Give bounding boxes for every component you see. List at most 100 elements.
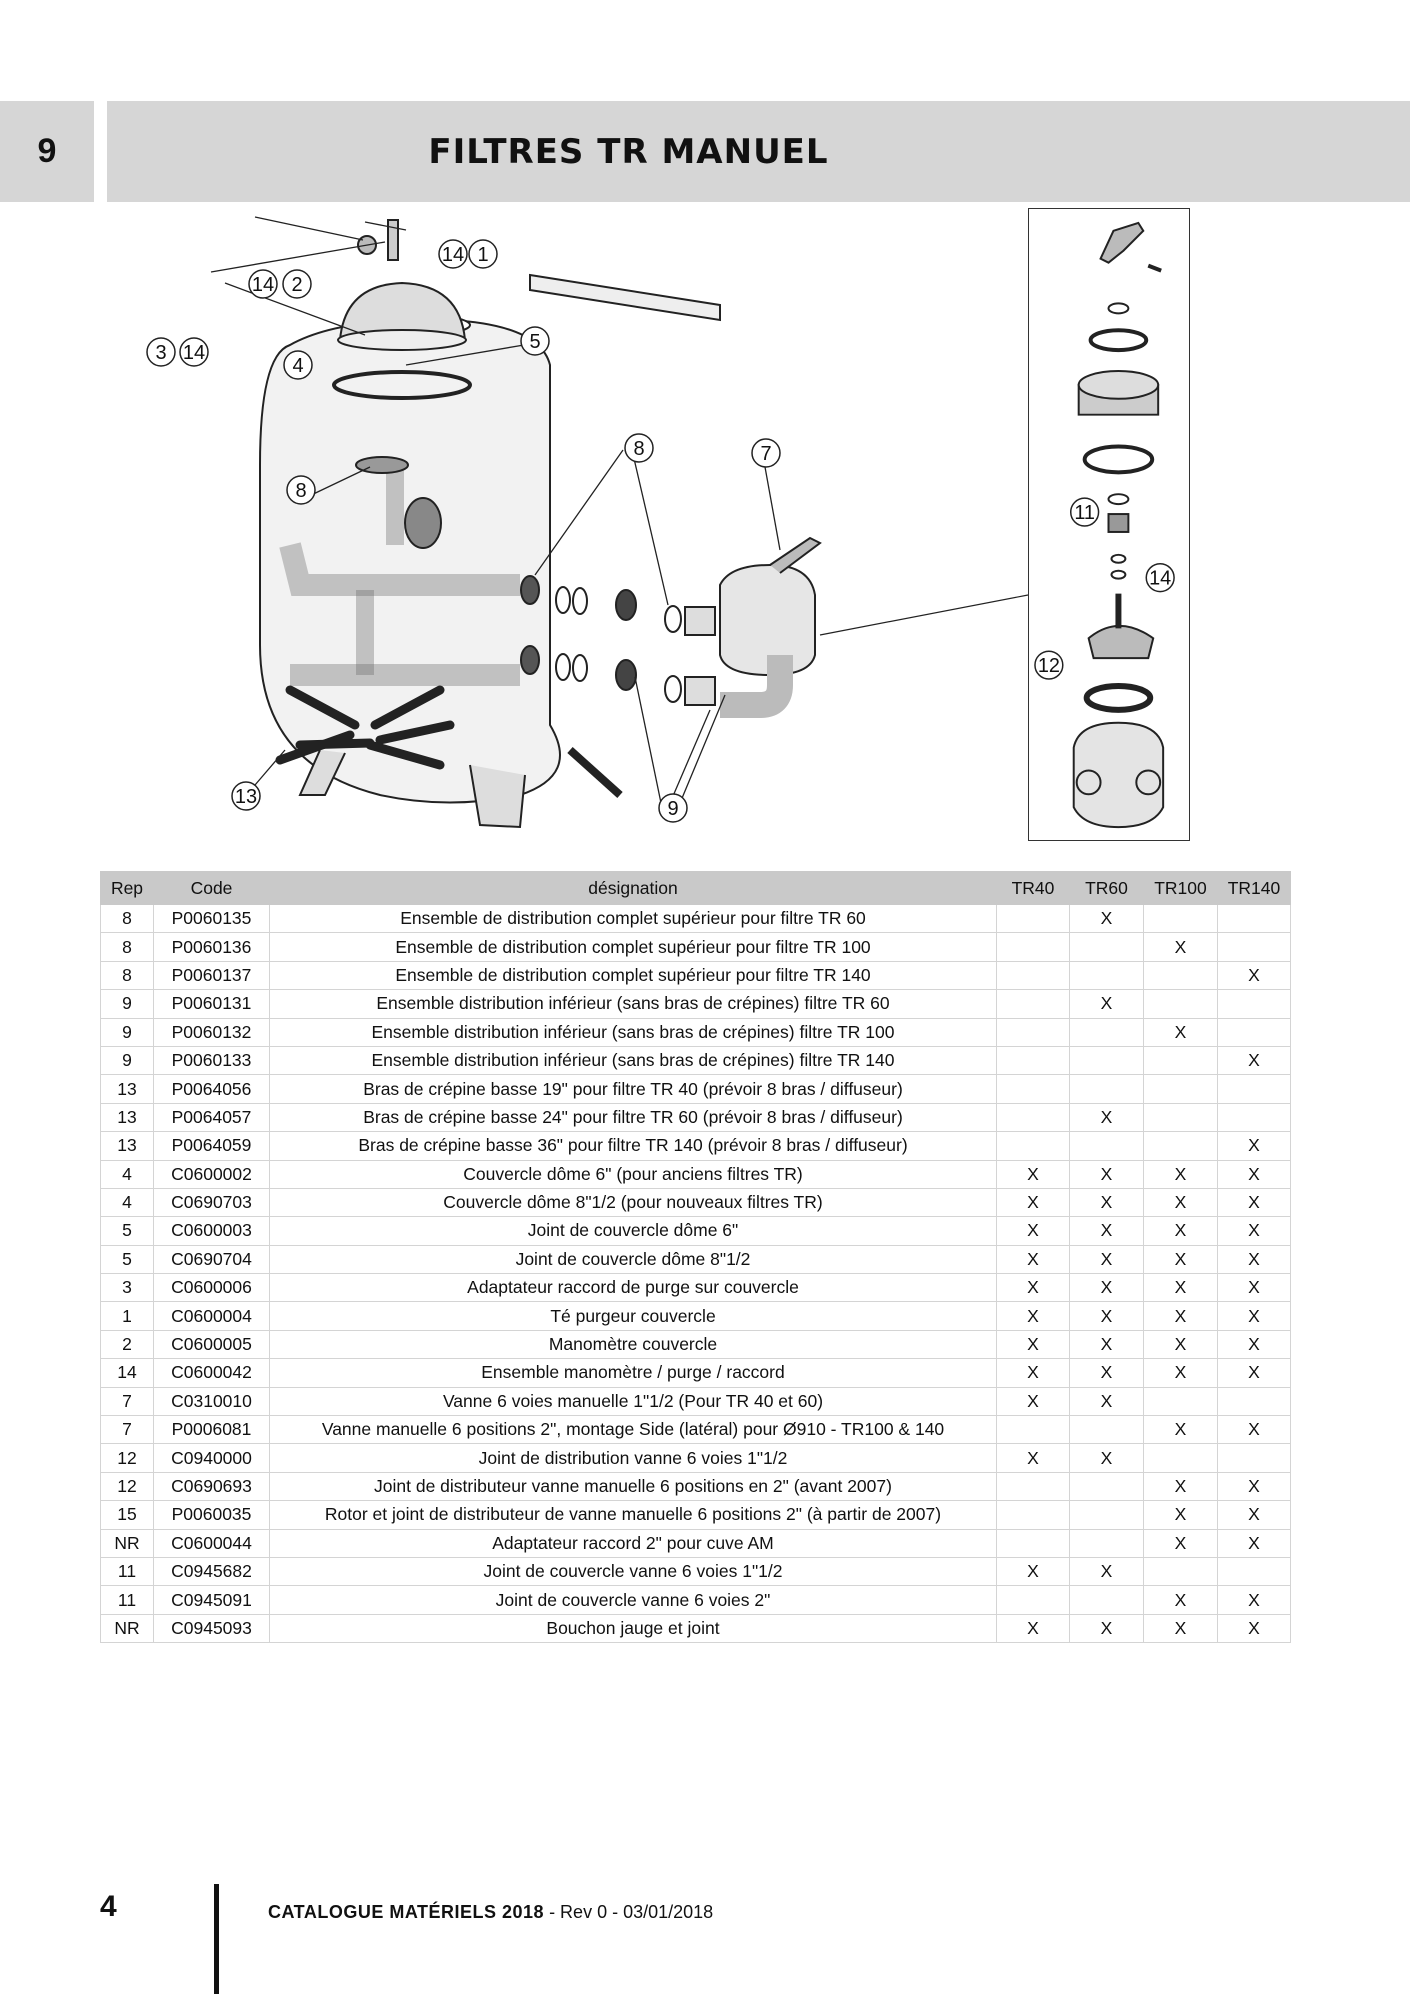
table-cell: Adaptateur raccord 2" pour cuve AM [269, 1528, 997, 1558]
table-cell: X [1143, 1187, 1218, 1218]
table-cell [1143, 989, 1218, 1019]
table-cell: Té purgeur couvercle [269, 1301, 997, 1331]
table-cell: C0310010 [153, 1386, 270, 1417]
table-cell [996, 1102, 1070, 1133]
callout-14c [179, 337, 209, 367]
table-cell [1217, 1017, 1291, 1047]
table-cell: X [996, 1329, 1070, 1360]
callout-5 [520, 326, 550, 356]
callout-2 [282, 269, 312, 299]
table-cell: Rotor et joint de distributeur de vanne … [269, 1500, 997, 1530]
table-cell [1143, 1045, 1218, 1076]
column-header: Code [153, 871, 270, 905]
table-cell: 9 [100, 1045, 154, 1076]
table-cell: C0690703 [153, 1187, 270, 1218]
table-cell: X [996, 1443, 1070, 1473]
table-cell: X [1069, 1216, 1144, 1246]
revision-info: - Rev 0 - 03/01/2018 [549, 1902, 714, 1922]
table-cell [996, 1585, 1070, 1615]
table-cell: X [1069, 1556, 1144, 1587]
table-cell: Joint de couvercle dôme 8"1/2 [269, 1244, 997, 1275]
table-cell: C0940000 [153, 1443, 270, 1473]
table-cell: NR [100, 1613, 154, 1644]
table-cell [1217, 1074, 1291, 1104]
column-header: désignation [269, 871, 997, 905]
table-cell: X [996, 1244, 1070, 1275]
column-header: TR100 [1143, 871, 1218, 905]
table-cell: X [1217, 1244, 1291, 1275]
table-cell [1069, 932, 1144, 962]
table-cell: X [1217, 1585, 1291, 1615]
table-cell [1069, 1074, 1144, 1104]
table-cell: NR [100, 1528, 154, 1558]
table-cell: 4 [100, 1159, 154, 1189]
table-cell: P0060137 [153, 960, 270, 991]
table-cell [1143, 960, 1218, 991]
table-cell: X [1217, 1471, 1291, 1502]
dome-lid [338, 281, 467, 341]
footer-text: CATALOGUE MATÉRIELS 2018 - Rev 0 - 03/01… [268, 1902, 713, 1923]
table-cell: X [1143, 1329, 1218, 1360]
table-cell: X [1143, 1415, 1218, 1445]
table-cell: X [1069, 1358, 1144, 1388]
table-cell: 15 [100, 1500, 154, 1530]
table-cell: X [1217, 1528, 1291, 1558]
table-cell: X [1143, 1159, 1218, 1189]
title-bar: FILTRES TR MANUEL [107, 101, 1410, 202]
table-cell [996, 1415, 1070, 1445]
callout-label: 8 [633, 438, 644, 460]
lateral-arms [275, 685, 455, 770]
table-cell: X [1069, 989, 1144, 1019]
table-cell: X [1143, 1273, 1218, 1303]
filter-exploded-diagram: 14 1 14 2 3 14 4 5 8 8 7 13 9 [146, 216, 1029, 829]
table-cell: P0060135 [153, 903, 270, 934]
table-cell [1069, 1131, 1144, 1161]
table-cell [996, 960, 1070, 991]
table-cell: X [1217, 1415, 1291, 1445]
distributor-gasket [1083, 683, 1154, 713]
table-cell: P0060136 [153, 932, 270, 962]
table-cell: Ensemble de distribution complet supérie… [269, 960, 997, 991]
table-cell: X [1069, 1613, 1144, 1644]
table-cell: X [1217, 1613, 1291, 1644]
callout-4 [283, 350, 313, 380]
table-cell [1217, 1102, 1291, 1133]
callout-label: 2 [291, 274, 302, 296]
table-cell: X [1069, 1301, 1144, 1331]
table-cell: X [996, 1273, 1070, 1303]
valve-exploded-diagram: 11 14 12 [1034, 221, 1175, 829]
table-cell: X [996, 1358, 1070, 1388]
table-cell: Vanne manuelle 6 positions 2", montage S… [269, 1415, 997, 1445]
table-cell [1069, 1471, 1144, 1502]
column-header: TR40 [996, 871, 1070, 905]
table-cell: X [1217, 1131, 1291, 1161]
table-cell: 7 [100, 1415, 154, 1445]
callout-label: 12 [1038, 655, 1060, 677]
table-cell [1217, 903, 1291, 934]
catalogue-title: CATALOGUE MATÉRIELS 2018 [268, 1902, 545, 1922]
table-cell: Ensemble de distribution complet supérie… [269, 903, 997, 934]
table-cell: 8 [100, 932, 154, 962]
table-cell: Vanne 6 voies manuelle 1"1/2 (Pour TR 40… [269, 1386, 997, 1417]
table-cell: X [1143, 1017, 1218, 1047]
table-cell: X [1143, 1613, 1218, 1644]
table-cell: C0945093 [153, 1613, 270, 1644]
callout-label: 9 [667, 798, 678, 820]
callout-label: 7 [760, 443, 771, 465]
table-cell: Bouchon jauge et joint [269, 1613, 997, 1644]
table-cell: X [1217, 1358, 1291, 1388]
table-cell: C0600004 [153, 1301, 270, 1331]
table-cell [996, 989, 1070, 1019]
valve-inset-panel: 11 14 12 [1028, 208, 1190, 841]
